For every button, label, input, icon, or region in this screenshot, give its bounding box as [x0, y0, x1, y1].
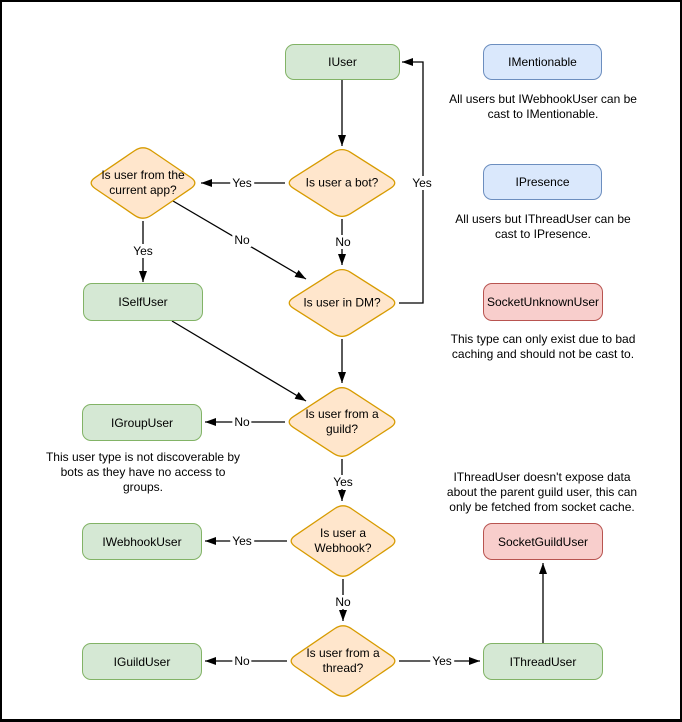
edge-label-currentapp-dm-no: No	[232, 233, 252, 247]
edge-label-bot-dm-no: No	[333, 235, 353, 249]
edge-label-dm-iuser-yes: Yes	[410, 176, 434, 190]
note-ipresence: All users but IThreadUser can be cast to…	[455, 212, 631, 241]
edge-label-thread-threaduser-yes: Yes	[430, 654, 454, 668]
node-ithread-user: IThreadUser	[483, 643, 603, 680]
node-igroup-user: IGroupUser	[82, 404, 202, 441]
node-ipresence: IPresence	[483, 164, 602, 200]
edge-label-thread-guilduser-no: No	[232, 654, 252, 668]
note-imentionable: All users but IWebhookUser can be cast t…	[449, 92, 637, 121]
edge-label-webhook-webhookuser-yes: Yes	[230, 534, 254, 548]
note-socket-unknown-user: This type can only exist due to bad cach…	[450, 332, 636, 361]
note-ithread-user: IThreadUser doesn't expose data about th…	[446, 470, 638, 514]
node-socket-guild-user: SocketGuildUser	[483, 523, 603, 560]
decision-is-currentapp-shape	[90, 147, 196, 219]
node-iwebhook-user: IWebhookUser	[82, 523, 202, 560]
decision-is-webhook-shape	[290, 505, 396, 577]
node-iself-user: ISelfUser	[83, 283, 203, 321]
note-igroup-user: This user type is not discoverable by bo…	[45, 450, 241, 494]
decision-is-dm-shape	[288, 269, 396, 337]
edge-label-guild-groupuser-no: No	[232, 415, 252, 429]
node-imentionable: IMentionable	[483, 44, 602, 80]
edge-label-webhook-thread-no: No	[333, 595, 353, 609]
edge-label-guild-webhook-yes: Yes	[331, 475, 355, 489]
decision-is-guild-shape	[288, 387, 396, 457]
node-iguild-user: IGuildUser	[82, 643, 202, 680]
node-socket-unknown-user: SocketUnknownUser	[483, 283, 603, 321]
decision-is-bot-shape	[288, 149, 396, 217]
edge-selfuser-to-guild	[171, 320, 307, 402]
decision-is-thread-shape	[290, 625, 396, 697]
edge-label-bot-currentapp-yes: Yes	[230, 176, 254, 190]
edge-label-currentapp-selfuser-yes: Yes	[131, 244, 155, 258]
node-iuser: IUser	[285, 44, 400, 80]
